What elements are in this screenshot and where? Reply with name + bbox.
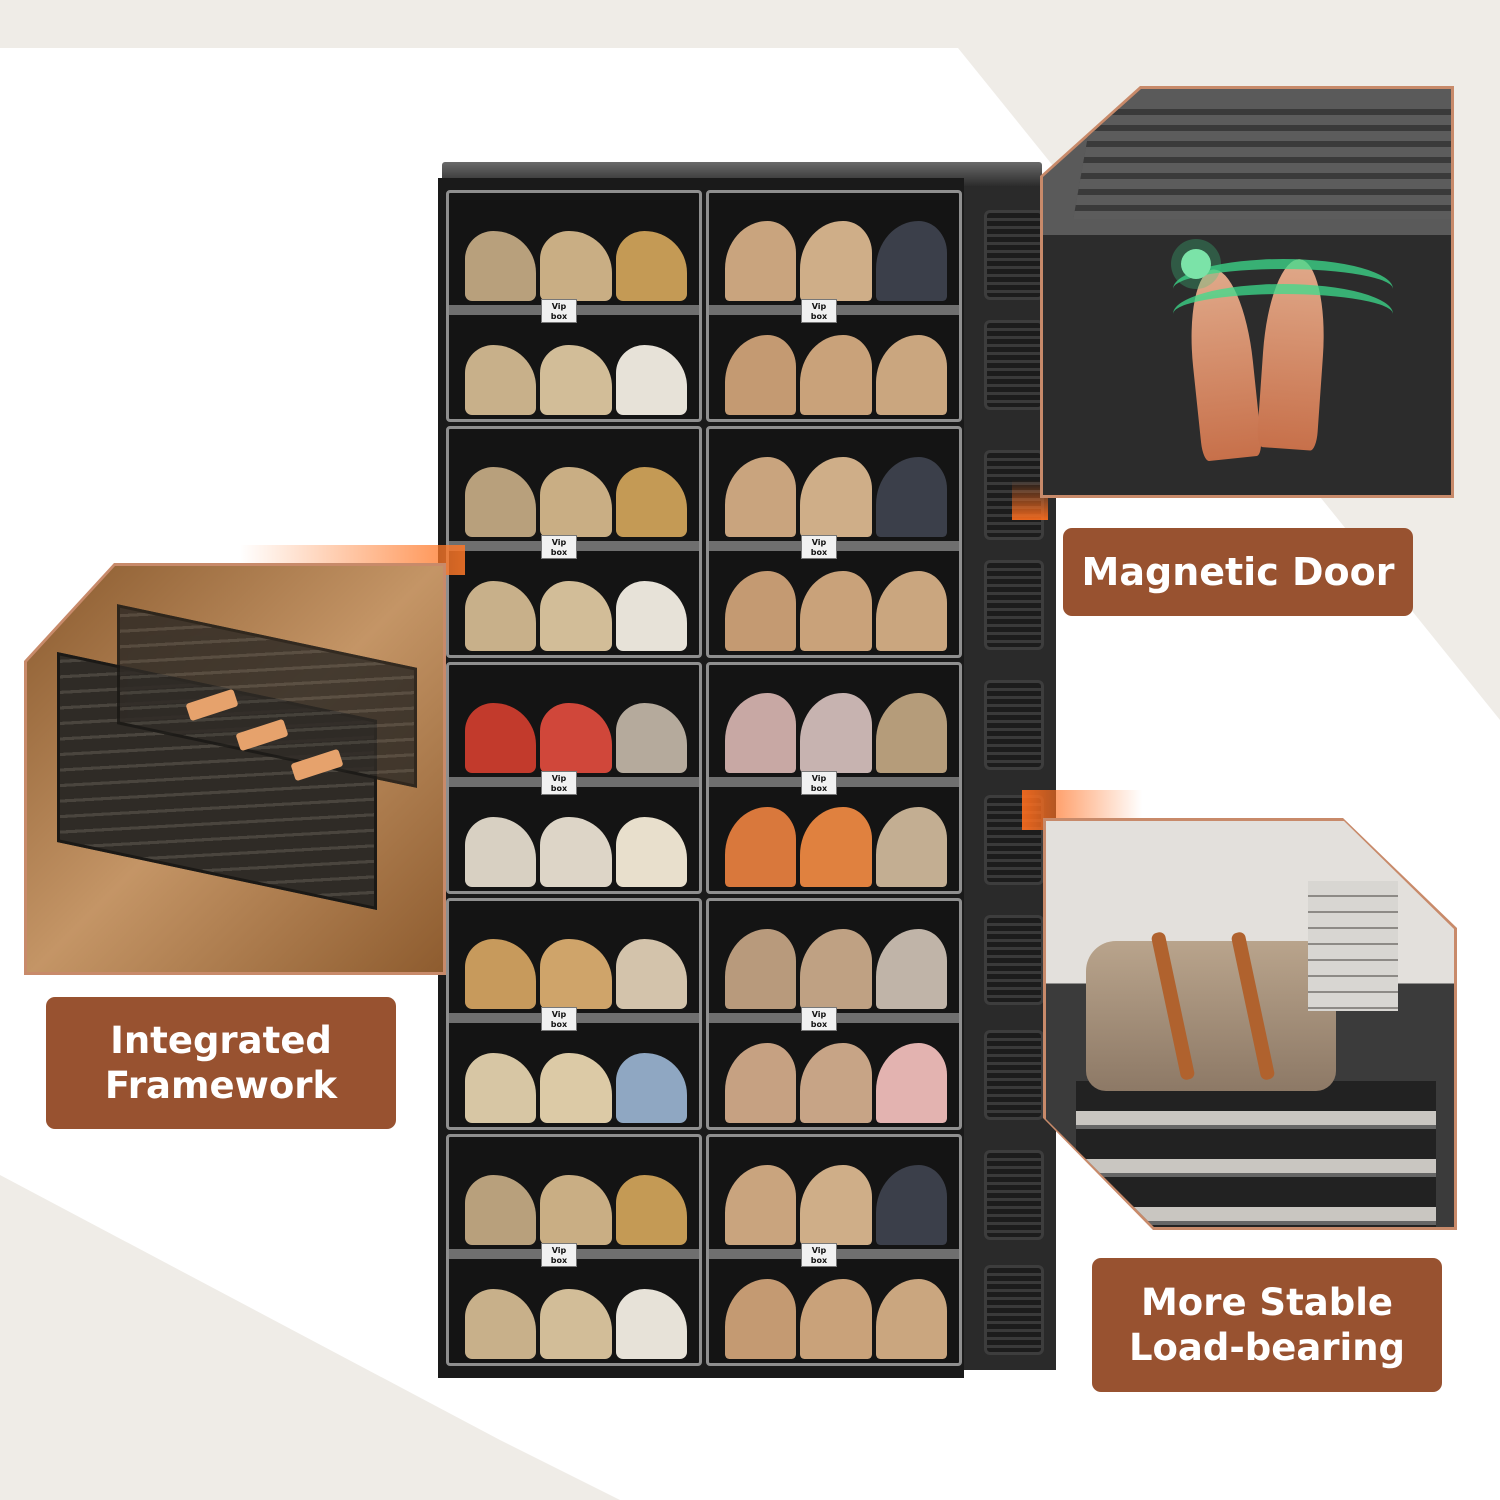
side-vent <box>984 560 1044 650</box>
magnetic-field-icon <box>1173 259 1393 319</box>
side-vent <box>984 1030 1044 1120</box>
shoe-row <box>725 325 947 415</box>
magnetic-door-detail-image <box>1040 86 1454 498</box>
cabinet-side-panel <box>956 170 1056 1370</box>
side-vent <box>984 1150 1044 1240</box>
side-vent <box>984 320 1044 410</box>
magnet-icon <box>1181 249 1211 279</box>
background-top-band <box>0 0 1500 48</box>
side-vent <box>984 915 1044 1005</box>
side-vent <box>984 210 1044 300</box>
side-vent <box>984 680 1044 770</box>
book-stack <box>1308 881 1398 1011</box>
cabinet-lid <box>1073 109 1451 219</box>
stacked-shoe-boxes <box>1076 1081 1436 1227</box>
shoe-row <box>465 325 687 415</box>
side-vent <box>984 1265 1044 1355</box>
duffel-bag <box>1086 941 1336 1091</box>
shoe-row <box>725 211 947 301</box>
magnetic-field-icon <box>1173 284 1393 344</box>
shoe-row <box>465 211 687 301</box>
magnetic-door-label: Magnetic Door <box>1063 528 1413 616</box>
load-bearing-detail-image <box>1043 818 1457 1230</box>
integrated-framework-detail-image <box>24 563 446 975</box>
